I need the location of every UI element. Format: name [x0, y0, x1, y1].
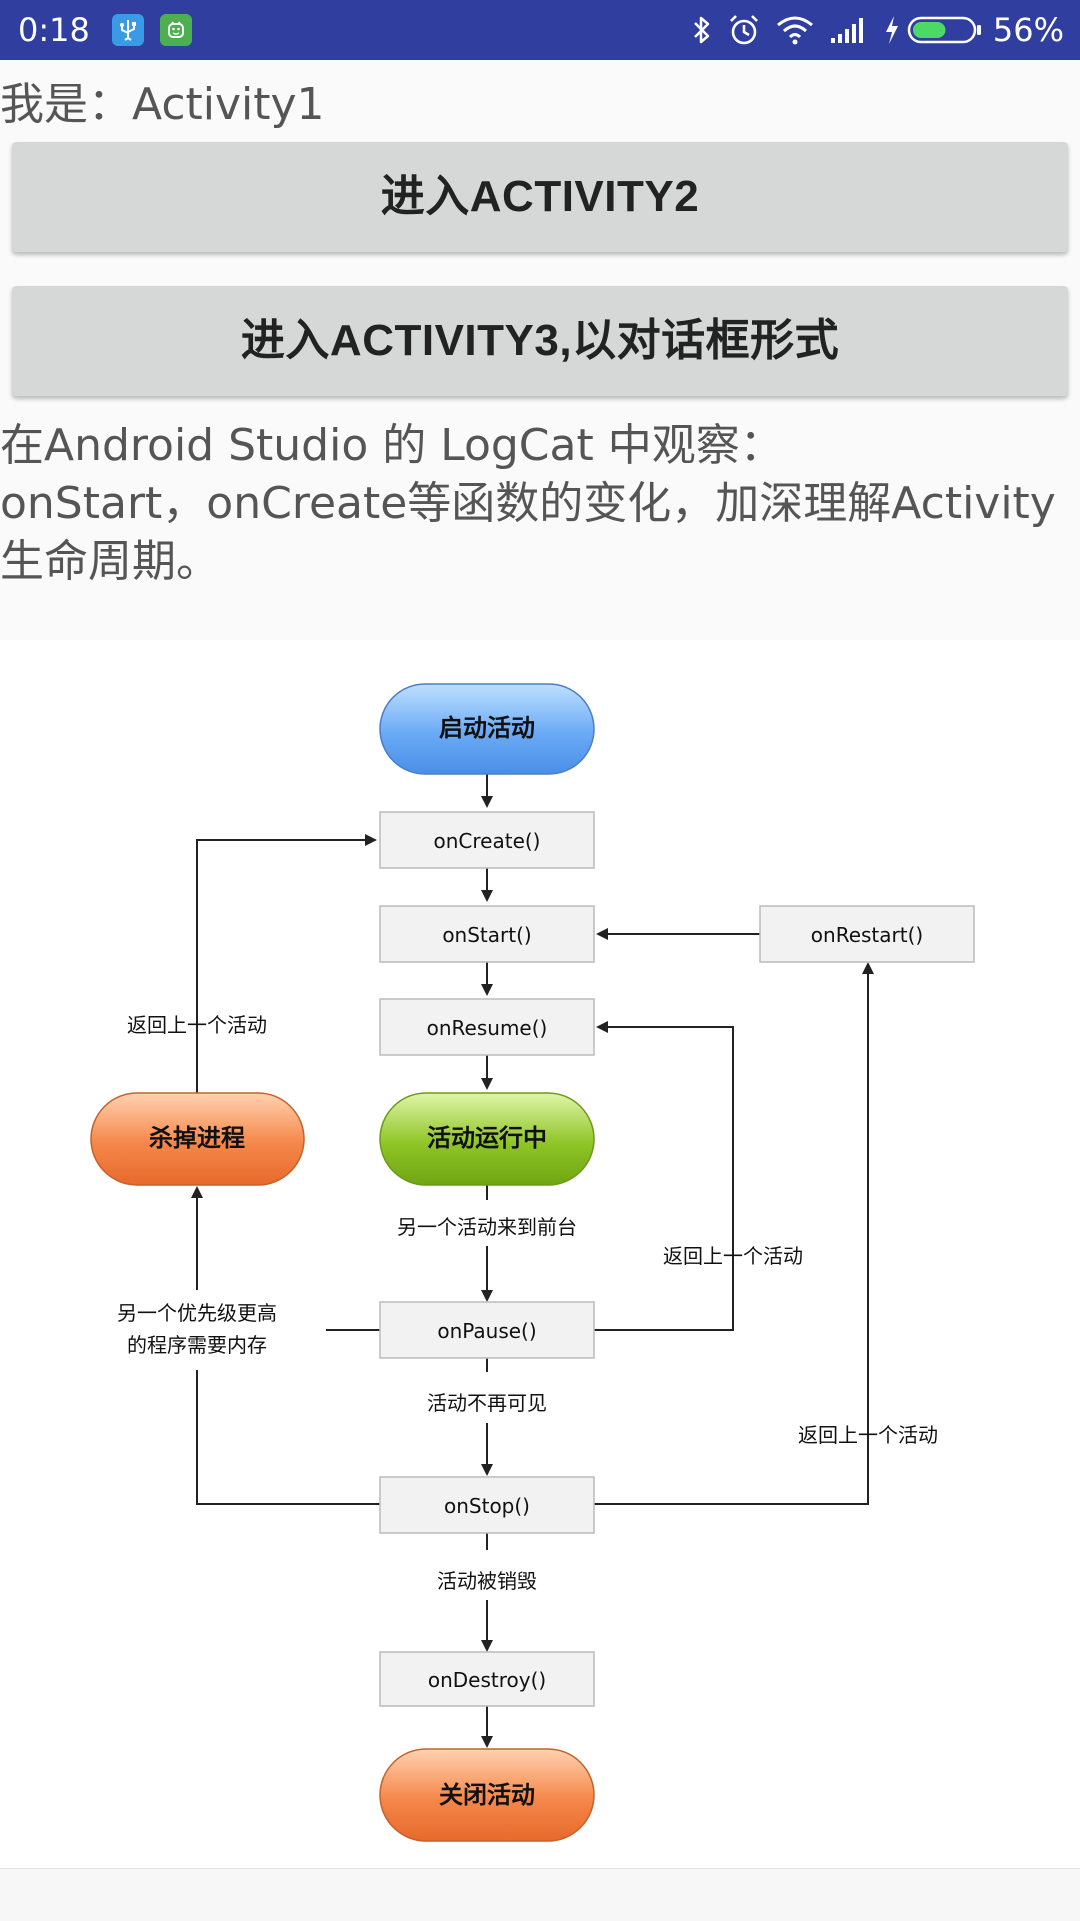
- running-node: [379, 1092, 595, 1186]
- activity-name-label: 我是：Activity1: [0, 79, 325, 130]
- priority-label-line1: 另一个优先级更高: [117, 1301, 277, 1325]
- lifecycle-diagram-image: 启动活动 onCreate() onStart() onRestart() on…: [0, 640, 1080, 1868]
- back-to-resume-label: 返回上一个活动: [663, 1244, 803, 1268]
- signal-icon: [829, 16, 869, 44]
- onresume-label: onResume(): [427, 1016, 548, 1040]
- onstop-node: [379, 1476, 595, 1534]
- onresume-node: [379, 998, 595, 1056]
- onrestart-node: [759, 905, 975, 963]
- start-node-label: 启动活动: [439, 714, 535, 742]
- priority-label-bg: [70, 1290, 326, 1370]
- lifecycle-diagram: 启动活动 onCreate() onStart() onRestart() on…: [70, 683, 975, 1842]
- usb-icon: [111, 14, 144, 46]
- oncreate-label: onCreate(): [434, 829, 541, 853]
- onstart-node: [379, 905, 595, 963]
- bluetooth-icon: [691, 14, 713, 46]
- battery-percent: 56%: [992, 11, 1064, 49]
- kill-process-node: [90, 1092, 305, 1186]
- back-to-restart-label: 返回上一个活动: [798, 1423, 938, 1447]
- start-node: [379, 683, 595, 775]
- open-activity2-button[interactable]: 进入ACTIVITY2: [12, 142, 1068, 252]
- open-activity3-dialog-button[interactable]: 进入ACTIVITY3,以对话框形式: [12, 286, 1068, 396]
- running-node-label: 活动运行中: [427, 1124, 547, 1152]
- close-activity-node: [379, 1748, 595, 1842]
- activity-invisible-label: 活动不再可见: [427, 1391, 547, 1415]
- onpause-node: [379, 1301, 595, 1359]
- wifi-icon: [775, 15, 815, 45]
- logcat-description: 在Android Studio 的 LogCat 中观察： onStart，on…: [0, 420, 1056, 587]
- alarm-icon: [727, 13, 761, 47]
- battery-icon: [907, 15, 983, 45]
- another-activity-foreground-label: 另一个活动来到前台: [397, 1215, 577, 1239]
- ondestroy-label: onDestroy(): [428, 1668, 546, 1692]
- bottom-area: [0, 1868, 1080, 1921]
- onpause-label: onPause(): [437, 1319, 536, 1343]
- activity-destroyed-label: 活动被销毁: [437, 1569, 537, 1593]
- status-bar: 0:18 56%: [0, 0, 1080, 60]
- priority-label-line2: 的程序需要内存: [127, 1333, 267, 1357]
- oncreate-node: [379, 811, 595, 869]
- status-time: 0:18: [18, 11, 90, 49]
- onstart-label: onStart(): [442, 923, 531, 947]
- ondestroy-node: [379, 1651, 595, 1707]
- charging-icon: [883, 14, 901, 46]
- onstop-label: onStop(): [444, 1494, 530, 1518]
- kill-process-label: 杀掉进程: [149, 1124, 245, 1152]
- android-debug-icon: [159, 14, 192, 46]
- close-activity-label: 关闭活动: [439, 1781, 535, 1809]
- onrestart-label: onRestart(): [811, 923, 923, 947]
- back-to-previous-left-label: 返回上一个活动: [127, 1013, 267, 1037]
